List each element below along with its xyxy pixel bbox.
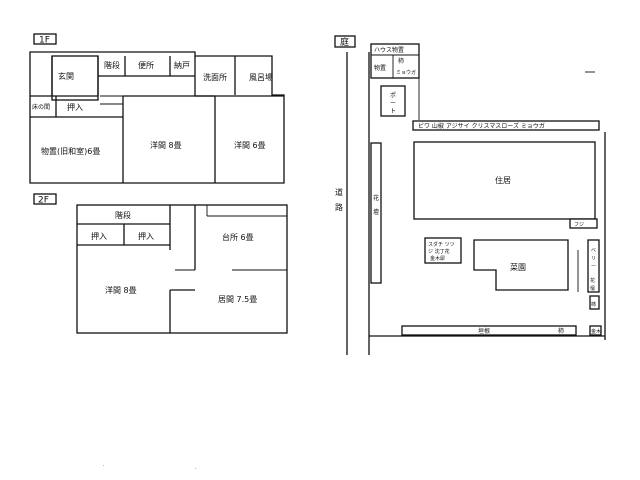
hedge-label: 垣根 [478, 327, 490, 335]
room-2f-oshiire2-label: 押入 [138, 231, 154, 241]
room-2f-oshiire1-label: 押入 [91, 231, 107, 241]
room-2f-daidokoro-label: 台所 6畳 [222, 232, 254, 242]
berry-label-3: ー [591, 264, 596, 270]
floor-2f-label: 2F [38, 196, 49, 206]
garden-plan: 庭 道 路 ハウス物置 物置 柿 ミョウガ ポ ー ト ビワ 山椒 アジサイ ク… [334, 35, 606, 355]
room-nando-label: 納戸 [174, 60, 190, 70]
flowerbed-left-label-2: 壇 [373, 208, 379, 216]
room-kaidan-label: 階段 [104, 60, 120, 70]
berry-label-1: ベ [591, 248, 596, 254]
stray-mark-1: · [103, 463, 105, 469]
plants-row [412, 120, 600, 131]
flowerbed-left-label-1: 花 [373, 194, 379, 202]
floor-2f-plan: 2F 階段 押入 押入 台所 6畳 洋間 8畳 居間 7.5畳 [33, 193, 288, 334]
berry-label-2: リ [591, 256, 596, 262]
house-storage [370, 43, 420, 79]
floor-1f-plan: 1F 玄関 階段 便所 納戸 洗面所 風呂場 床の間 押入 物置(旧和室)6畳 … [29, 33, 285, 184]
room-youma8-label: 洋間 8畳 [150, 140, 182, 150]
storage-label: 物置 [374, 64, 386, 72]
flowerbed-right-label-2: 壇 [590, 285, 595, 292]
vegetable-garden [473, 239, 569, 291]
trees-label-1: スダチ ツツ [428, 241, 455, 248]
room-furoba-label: 風呂場 [249, 72, 273, 82]
fuji-trellis [569, 218, 598, 229]
stray-mark-2: · [195, 466, 197, 472]
room-2f-ima-label: 居間 7.5畳 [218, 295, 257, 304]
flowerbed-left [370, 142, 382, 284]
kaki-right-label: 柿 [591, 301, 596, 308]
room-oshiire-label: 押入 [67, 102, 83, 112]
flowerbed-right-label-1: 花 [590, 277, 595, 284]
berry-bed [587, 239, 600, 293]
port-label-2: ー [390, 100, 396, 107]
garden-label-box [334, 35, 356, 48]
myouga-top-label: ミョウガ [396, 69, 416, 76]
floor-1f-label: 1F [39, 36, 50, 46]
vegetable-label: 菜園 [510, 262, 526, 272]
room-benjo-label: 便所 [138, 60, 154, 70]
road-label-2: 路 [335, 202, 343, 212]
port-label-3: ト [390, 108, 396, 115]
floor-1f-label-box [33, 33, 57, 45]
room-senmenjo-label: 洗面所 [203, 72, 227, 82]
hedge [401, 325, 577, 336]
main-house [413, 141, 596, 220]
floor-1f-outline [29, 51, 285, 184]
floor-2f-outline [76, 204, 288, 334]
small-tree-box [589, 325, 602, 336]
carport [380, 85, 406, 117]
kaki-top-label: 柿 [398, 57, 404, 65]
room-youma6-label: 洋間 6畳 [234, 140, 266, 150]
floor-2f-label-box [33, 193, 57, 205]
trees-label-3: 金木犀 [430, 255, 445, 262]
room-genkan-label: 玄関 [58, 71, 74, 81]
port-label-1: ポ [390, 91, 396, 99]
house-label: 住居 [495, 175, 511, 185]
room-monooki-label: 物置(旧和室)6畳 [41, 146, 100, 156]
small-tree-label: 金木 [591, 328, 601, 335]
trees-label-2: ジ 沈丁花 [428, 248, 450, 255]
room-tokonoma-label: 床の間 [32, 103, 50, 111]
garden-label: 庭 [340, 36, 349, 48]
kaki-right-box [589, 295, 600, 310]
road-label-1: 道 [335, 187, 343, 197]
room-2f-youma8-label: 洋間 8畳 [105, 285, 137, 295]
kaki-bottom-label: 柿 [558, 327, 564, 335]
plants-row-label: ビワ 山椒 アジサイ クリスマスローズ ミョウガ [418, 122, 545, 130]
house-storage-label: ハウス物置 [374, 46, 404, 54]
room-2f-kaidan-label: 階段 [115, 210, 131, 220]
fuji-label: フジ [574, 222, 584, 228]
tree-box [424, 237, 462, 264]
